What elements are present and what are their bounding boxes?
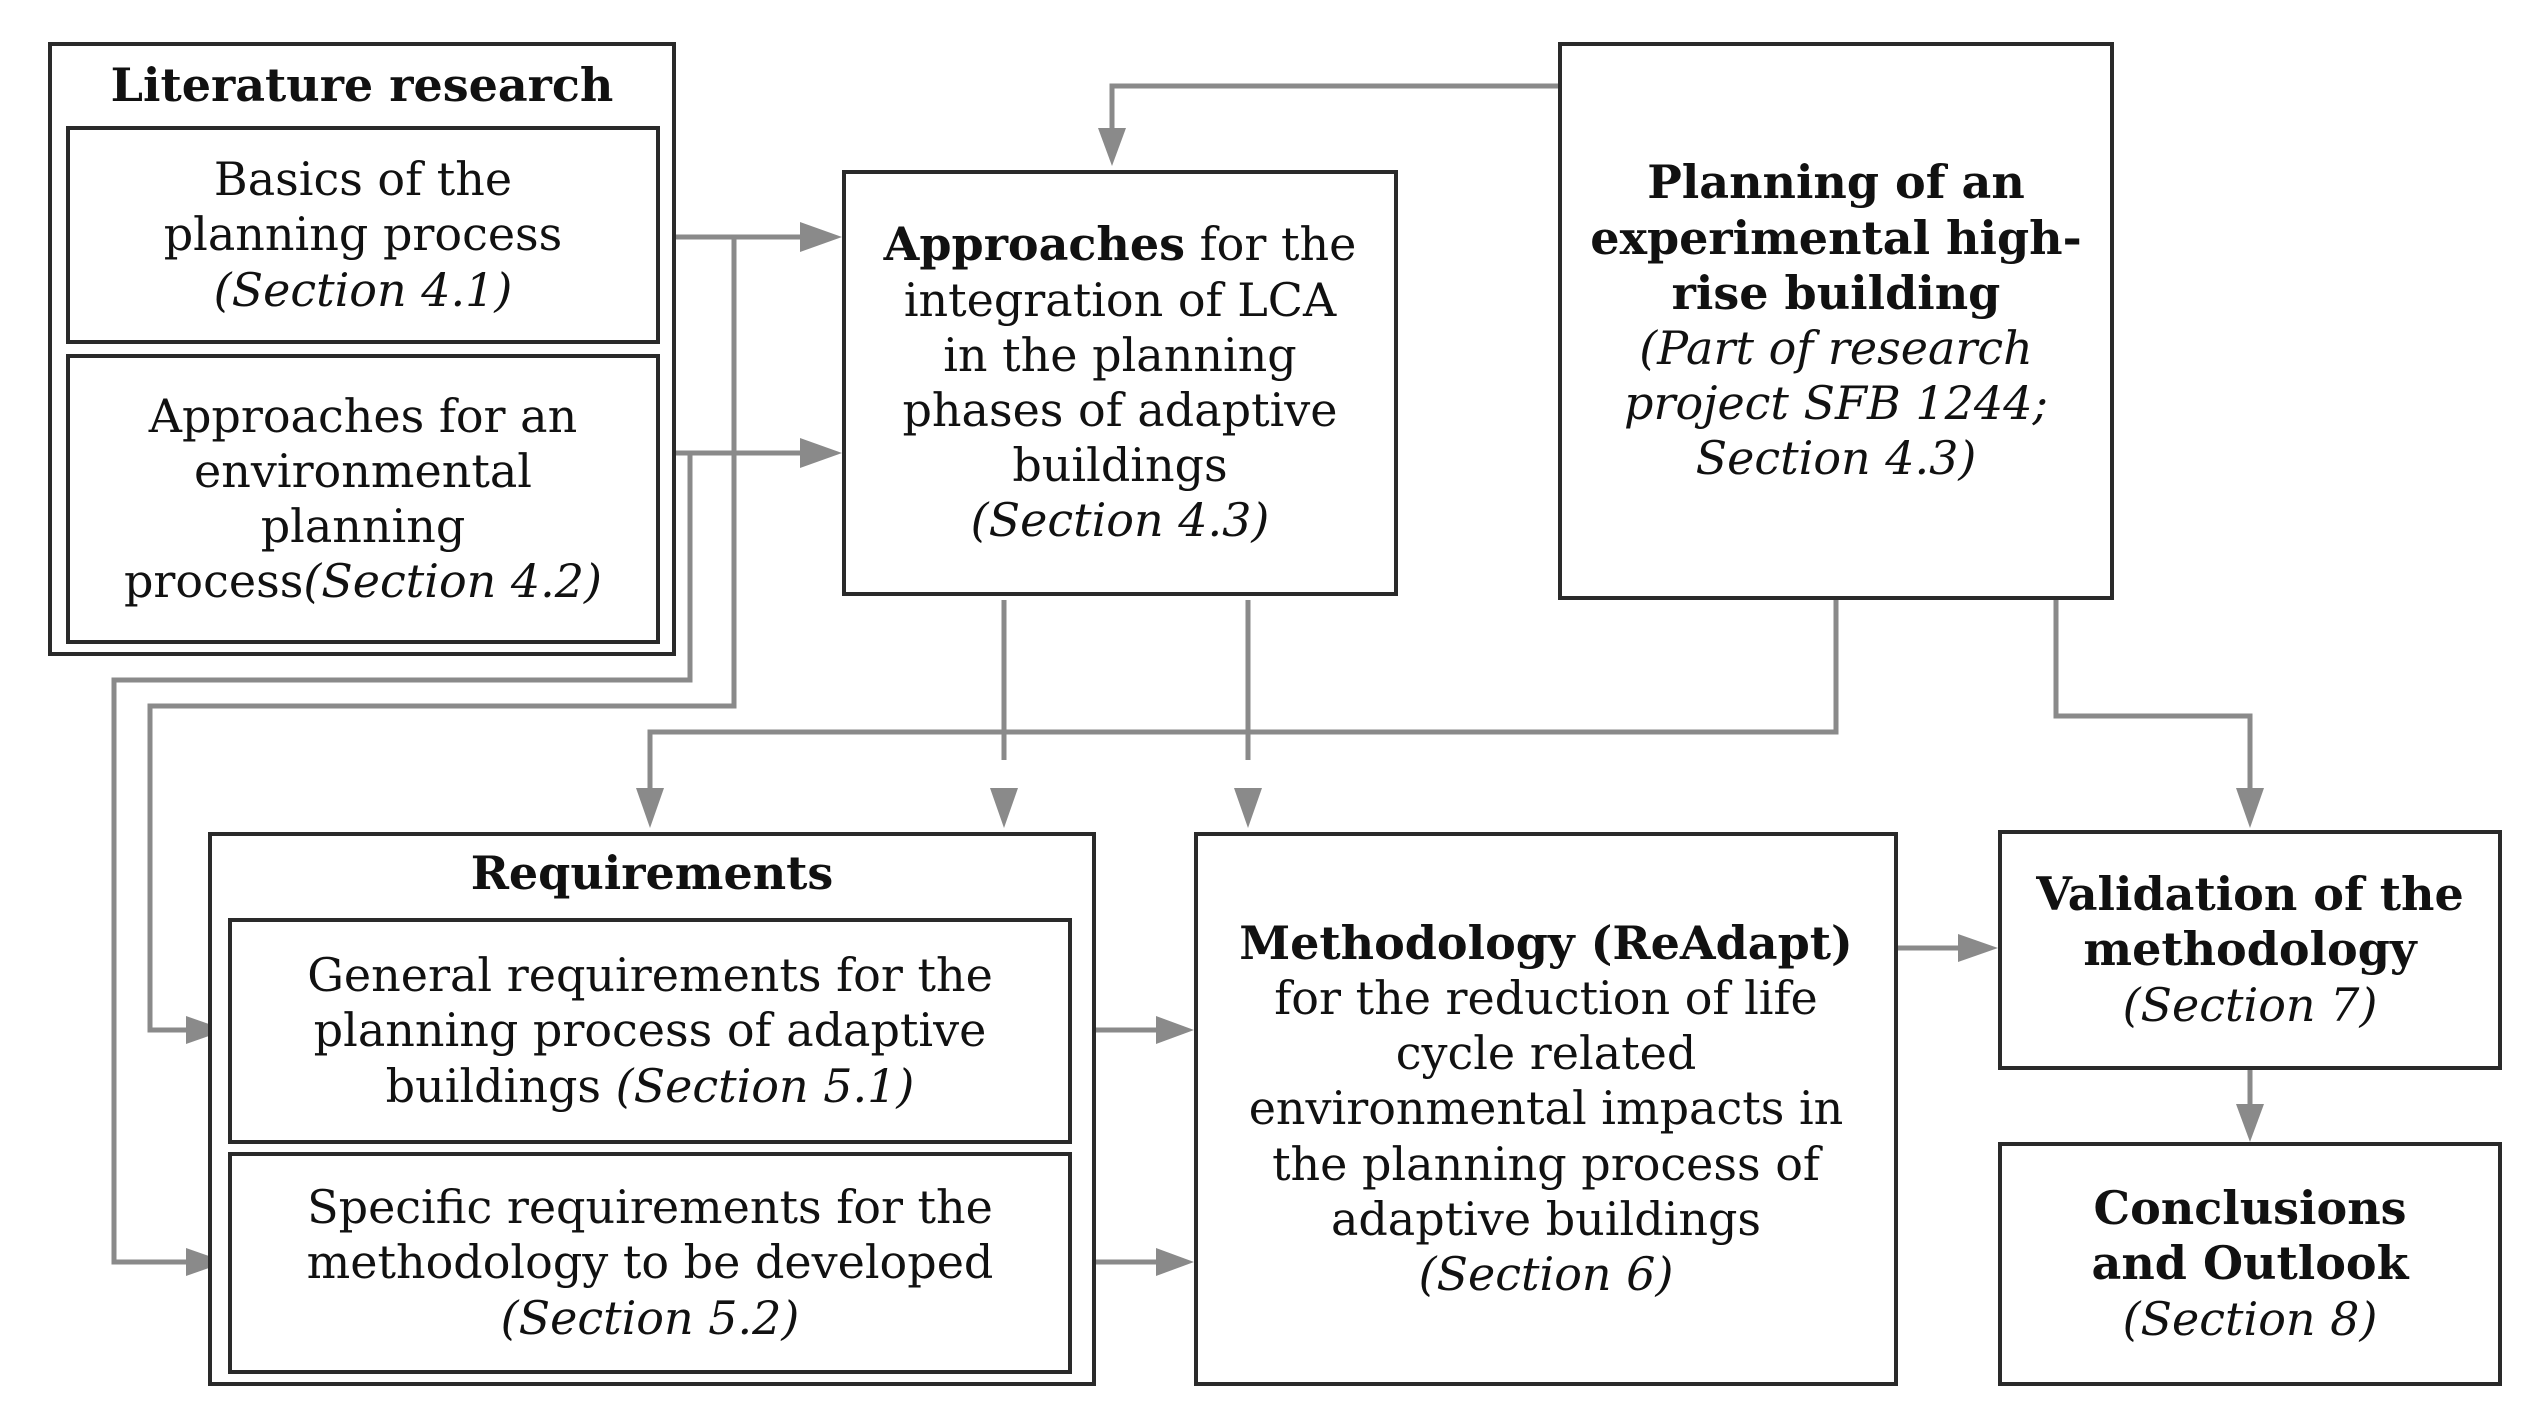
approaches-lca-bold: Approaches [883,217,1186,272]
planning-experimental-box [1558,42,2114,600]
approaches-lca-section: (Section 4.3) [970,493,1270,548]
validation-text: Validation of the methodology (Section 7… [1998,830,2502,1070]
approaches-lca-text: Approaches for the integration of LCA in… [842,170,1398,596]
conclusions-line-2: and Outlook [2091,1236,2409,1291]
general-requirements-text: General requirements for the planning pr… [228,918,1072,1144]
methodology-line-2: for the reduction of life [1274,971,1818,1026]
approaches-lca-rest: for the [1185,217,1357,272]
methodology-line-3: cycle related [1395,1026,1697,1081]
validation-line-2: methodology [2083,922,2417,977]
conclusions-text: Conclusions and Outlook (Section 8) [1998,1142,2502,1386]
planning-experimental-line-4: (Part of research [1639,321,2033,375]
approaches-lca-line-1: Approaches for the [884,217,1357,272]
methodology-line-4: environmental impacts in [1248,1081,1844,1136]
env-planning-text: Approaches for an environmental planning… [66,354,660,644]
planning-experimental-line-1: Planning of an [1647,155,2025,210]
methodology-box [1194,832,1898,1386]
arrow-literature-to-general-req [147,237,737,1033]
specific-requirements-line-2: methodology to be developed [306,1235,994,1290]
arrow-planning-to-approaches [1109,83,1558,138]
env-planning-line-2: environmental [194,443,532,498]
planning-experimental-section: Section 4.3) [1695,431,1977,486]
methodology-text: Methodology (ReAdapt) for the reduction … [1194,832,1898,1386]
validation-line-1: Validation of the [2036,867,2464,922]
approaches-lca-line-2: integration of LCA [903,272,1337,327]
approaches-lca-line-4: phases of adaptive [902,383,1338,437]
arrow-planning-to-requirements [647,600,1839,796]
validation-section: (Section 7) [2122,977,2378,1032]
env-planning-process: process [123,554,304,609]
planning-experimental-line-3: rise building [1671,265,2001,320]
arrow-literature-to-specific-req [111,453,693,1265]
approaches-lca-line-3: in the planning [943,327,1297,382]
general-requirements-buildings: buildings [385,1058,616,1113]
basics-line-1: Basics of the [213,152,513,207]
conclusions-section: (Section 8) [2122,1291,2378,1346]
general-requirements-box [228,918,1072,1144]
methodology-line-1: Methodology (ReAdapt) [1239,915,1853,970]
arrow-planning-to-validation [2053,600,2253,796]
specific-requirements-text: Specific requirements for the methodolog… [228,1152,1072,1374]
methodology-line-6: adaptive buildings [1330,1191,1762,1246]
planning-experimental-line-5: project SFB 1244; [1624,376,2048,431]
specific-requirements-line-1: Specific requirements for the [307,1180,993,1235]
general-requirements-line-2: planning process of adaptive [313,1003,987,1058]
general-requirements-line-3: buildings (Section 5.1) [386,1059,915,1114]
basics-section: (Section 4.1) [213,262,513,317]
general-requirements-section: (Section 5.1) [615,1058,915,1113]
conclusions-line-1: Conclusions [2093,1181,2407,1236]
basics-text: Basics of the planning process (Section … [66,126,660,344]
basics-line-2: planning process [163,207,563,262]
basics-box [66,126,660,344]
methodology-section: (Section 6) [1418,1246,1674,1301]
env-planning-line-1: Approaches for an [148,388,578,443]
validation-box [1998,830,2502,1070]
env-planning-line-3: planning [260,499,466,553]
conclusions-box [1998,1142,2502,1386]
planning-experimental-text: Planning of an experimental high- rise b… [1558,42,2114,600]
general-requirements-line-1: General requirements for the [307,948,993,1003]
planning-experimental-line-2: experimental high- [1590,210,2082,265]
approaches-lca-box [842,170,1398,596]
requirements-title: Requirements [470,846,834,900]
specific-requirements-box [228,1152,1072,1374]
methodology-line-5: the planning process of [1272,1136,1820,1191]
env-planning-section: (Section 4.2) [303,554,602,609]
literature-research-title: Literature research [110,58,614,112]
specific-requirements-section: (Section 5.2) [500,1290,800,1345]
env-planning-box [66,354,660,644]
approaches-lca-line-5: buildings [1012,438,1228,493]
env-planning-line-4: process(Section 4.2) [124,554,602,609]
